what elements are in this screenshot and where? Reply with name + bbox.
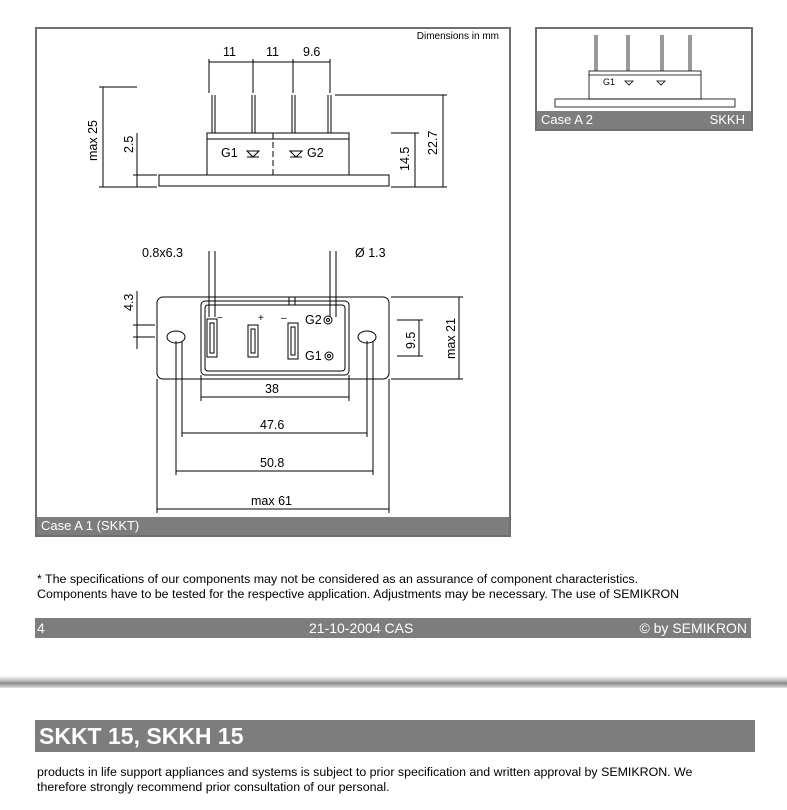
case-a2-drawing-frame: G1 Case A 2 SKKH	[535, 27, 753, 131]
label-side-g2: G2	[307, 146, 324, 160]
symbol-minus: –	[281, 313, 287, 324]
symbol-plus: +	[258, 313, 264, 324]
units-label: Dimensions in mm	[416, 31, 499, 42]
product-title: SKKT 15, SKKH 15	[35, 720, 755, 752]
case-a2-caption: Case A 2 SKKH	[537, 111, 751, 129]
label-side-g1: G1	[221, 146, 238, 160]
dim-hole-diameter: Ø 1.3	[355, 246, 386, 260]
disclaimer-line-2: Components have to be tested for the res…	[37, 587, 680, 601]
next-page-line-1: products in life support appliances and …	[37, 765, 693, 779]
dim-38: 38	[265, 382, 279, 396]
dim-50-8: 50.8	[260, 456, 284, 470]
dim-22-7: 22.7	[426, 131, 440, 155]
footer-copyright: © by SEMIKRON	[639, 620, 747, 636]
dim-47-6: 47.6	[260, 418, 284, 432]
disclaimer-line-1: * The specifications of our components m…	[37, 572, 639, 586]
footer-page-number: 4	[37, 620, 45, 636]
dim-2-5: 2.5	[122, 136, 136, 153]
dim-max-61: max 61	[251, 494, 292, 508]
label-top-g1: G1	[305, 349, 322, 363]
page-separator	[0, 676, 787, 688]
next-page-line-2: therefore strongly recommend prior consu…	[37, 780, 390, 794]
case-a2-caption-left: Case A 2	[541, 112, 594, 127]
dim-pin-size: 0.8x6.3	[142, 246, 183, 260]
case-a2-caption-right: SKKH	[709, 112, 745, 127]
dim-top-11-a: 11	[223, 45, 236, 59]
dim-14-5: 14.5	[398, 147, 412, 171]
case-a1-technical-drawing: 11 11 9.6 G1 G2 max 25 2.5 14.5 22.7 0.8…	[86, 45, 463, 513]
dim-9-5: 9.5	[404, 332, 418, 349]
dim-top-11-b: 11	[266, 45, 279, 59]
symbol-ac: ~	[217, 313, 223, 324]
case-a2-label-g1: G1	[603, 77, 615, 87]
case-a1-drawing-frame: 11 11 9.6 G1 G2 max 25 2.5 14.5 22.7 0.8…	[35, 27, 511, 537]
dim-4-3: 4.3	[122, 294, 136, 311]
case-a1-caption: Case A 1 (SKKT)	[37, 517, 509, 535]
dim-max-21: max 21	[444, 318, 458, 359]
page-footer: 4 21-10-2004 CAS © by SEMIKRON	[35, 618, 751, 638]
footer-date: 21-10-2004 CAS	[309, 620, 414, 636]
case-a2-technical-drawing: G1	[554, 35, 736, 108]
label-top-g2: G2	[305, 313, 322, 327]
dim-top-9-6: 9.6	[303, 45, 320, 59]
dim-max-25: max 25	[86, 120, 100, 161]
